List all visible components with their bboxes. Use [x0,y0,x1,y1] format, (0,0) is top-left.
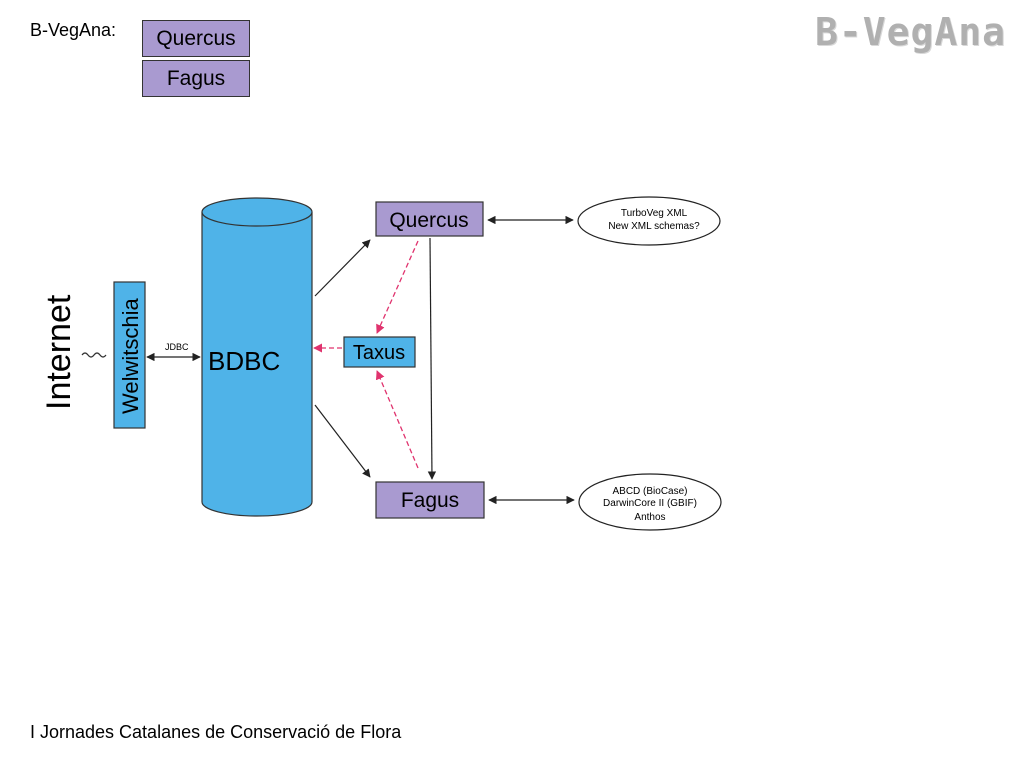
welwitschia-label: Welwitschia [118,297,143,414]
ellipse-formats-bottom [578,473,722,531]
arrow-bdbc-quercus [314,239,371,297]
quercus-label: Quercus [389,209,468,232]
ellipse-bottom-line3: Anthos [634,512,665,523]
taxus-box [343,336,416,368]
ellipse-top-line1: TurboVeg XML [621,208,688,219]
arrow-quercus-taxus [376,240,419,334]
bdbc-label: BDBC [208,346,280,376]
welwitschia-box [113,281,146,429]
jdbc-label: JDBC [165,342,189,352]
header-label: B-VegAna: [30,20,117,40]
arrow-bdbc-fagus [314,404,371,478]
ellipse-top-line2: New XML schemas? [608,221,700,232]
taxus-label: Taxus [353,342,405,364]
bdbc-cylinder [201,212,313,517]
ellipse-formats-top [577,196,721,246]
internet-label: Internet [40,294,78,410]
fagus-label: Fagus [401,489,459,512]
quercus-box [375,201,484,237]
legend-quercus: Quercus [142,20,250,57]
bdbc-cylinder-top [201,197,313,227]
squiggle-icon [81,352,107,358]
fagus-box [375,481,485,519]
arrow-fagus-taxus [375,370,419,469]
arrow-quercus-fagus [427,237,437,480]
b-vegana-logo: B-VegAna [814,10,1006,54]
legend-fagus: Fagus [142,60,250,97]
ellipse-bottom-line2: DarwinCore II (GBIF) [603,498,697,509]
footer-caption: I Jornades Catalanes de Conservació de F… [30,722,402,742]
ellipse-bottom-line1: ABCD (BioCase) [612,486,687,497]
